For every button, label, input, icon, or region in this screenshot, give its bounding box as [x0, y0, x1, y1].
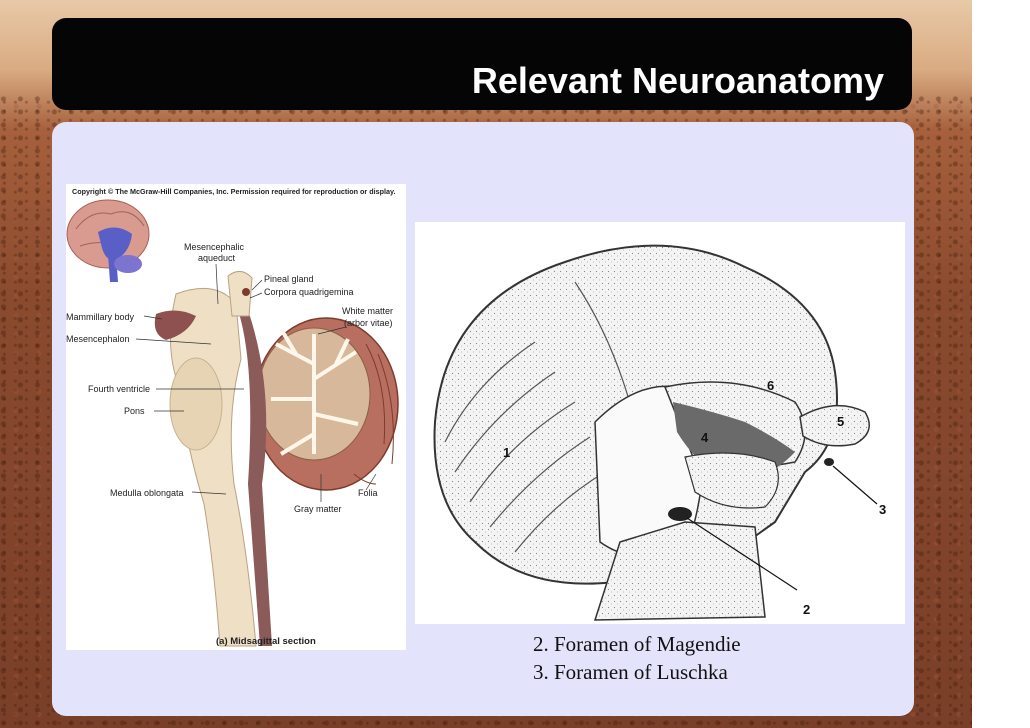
foramen-caption: 2. Foramen of Magendie 3. Foramen of Lus… — [533, 630, 741, 686]
caption-line-luschka: 3. Foramen of Luschka — [533, 660, 728, 684]
label-corpora-quadrigemina: Corpora quadrigemina — [264, 287, 354, 297]
label-folia: Folia — [358, 488, 378, 498]
figure-numbers: 1 2 3 4 5 6 — [503, 378, 886, 617]
label-white-matter-line2: (arbor vitae) — [344, 318, 393, 328]
midsagittal-illustration: Copyright © The McGraw-Hill Companies, I… — [66, 187, 399, 647]
anatomy-labels: Mesencephalic aqueduct Pineal gland Corp… — [66, 242, 393, 647]
label-pineal-gland: Pineal gland — [264, 274, 314, 284]
label-mesencephalic-aqueduct-line1: Mesencephalic — [184, 242, 245, 252]
label-white-matter-line1: White matter — [342, 306, 393, 316]
figure-caption-midsagittal: (a) Midsagittal section — [216, 636, 316, 647]
number-4: 4 — [701, 430, 709, 445]
number-1: 1 — [503, 445, 510, 460]
label-mesencephalic-aqueduct-line2: aqueduct — [198, 253, 236, 263]
pointer-line-2 — [686, 517, 798, 591]
fourth-ventricle-illustration: 1 2 3 4 5 6 — [433, 244, 886, 621]
number-5: 5 — [837, 414, 844, 429]
number-2: 2 — [803, 602, 810, 617]
number-3: 3 — [879, 502, 886, 517]
copyright-notice: Copyright © The McGraw-Hill Companies, I… — [72, 187, 395, 196]
midsagittal-brainstem-figure: Copyright © The McGraw-Hill Companies, I… — [66, 184, 406, 650]
cerebellum — [253, 317, 399, 491]
label-mammillary-body: Mammillary body — [66, 312, 135, 322]
flocculus — [799, 404, 870, 447]
foramen-magendie-mark — [668, 507, 692, 521]
label-pons: Pons — [124, 406, 145, 416]
right-margin — [972, 0, 1030, 728]
leader-lines — [135, 263, 377, 502]
caption-line-magendie: 2. Foramen of Magendie — [533, 632, 741, 656]
fourth-ventricle-cavity — [673, 402, 795, 509]
label-fourth-ventricle: Fourth ventricle — [88, 384, 150, 394]
brainstem — [154, 271, 272, 647]
label-medulla-oblongata: Medulla oblongata — [110, 488, 184, 498]
slide-title: Relevant Neuroanatomy — [471, 60, 884, 101]
inset-brain — [66, 199, 150, 282]
brainstem-stump — [593, 521, 766, 621]
label-gray-matter: Gray matter — [294, 504, 342, 514]
title-bar: Relevant Neuroanatomy — [52, 18, 912, 110]
number-6: 6 — [767, 378, 774, 393]
fourth-ventricle-figure: 1 2 3 4 5 6 — [415, 222, 905, 624]
pointer-line-3 — [832, 465, 878, 505]
foramen-luschka-mark — [824, 458, 834, 466]
label-mesencephalon: Mesencephalon — [66, 334, 130, 344]
